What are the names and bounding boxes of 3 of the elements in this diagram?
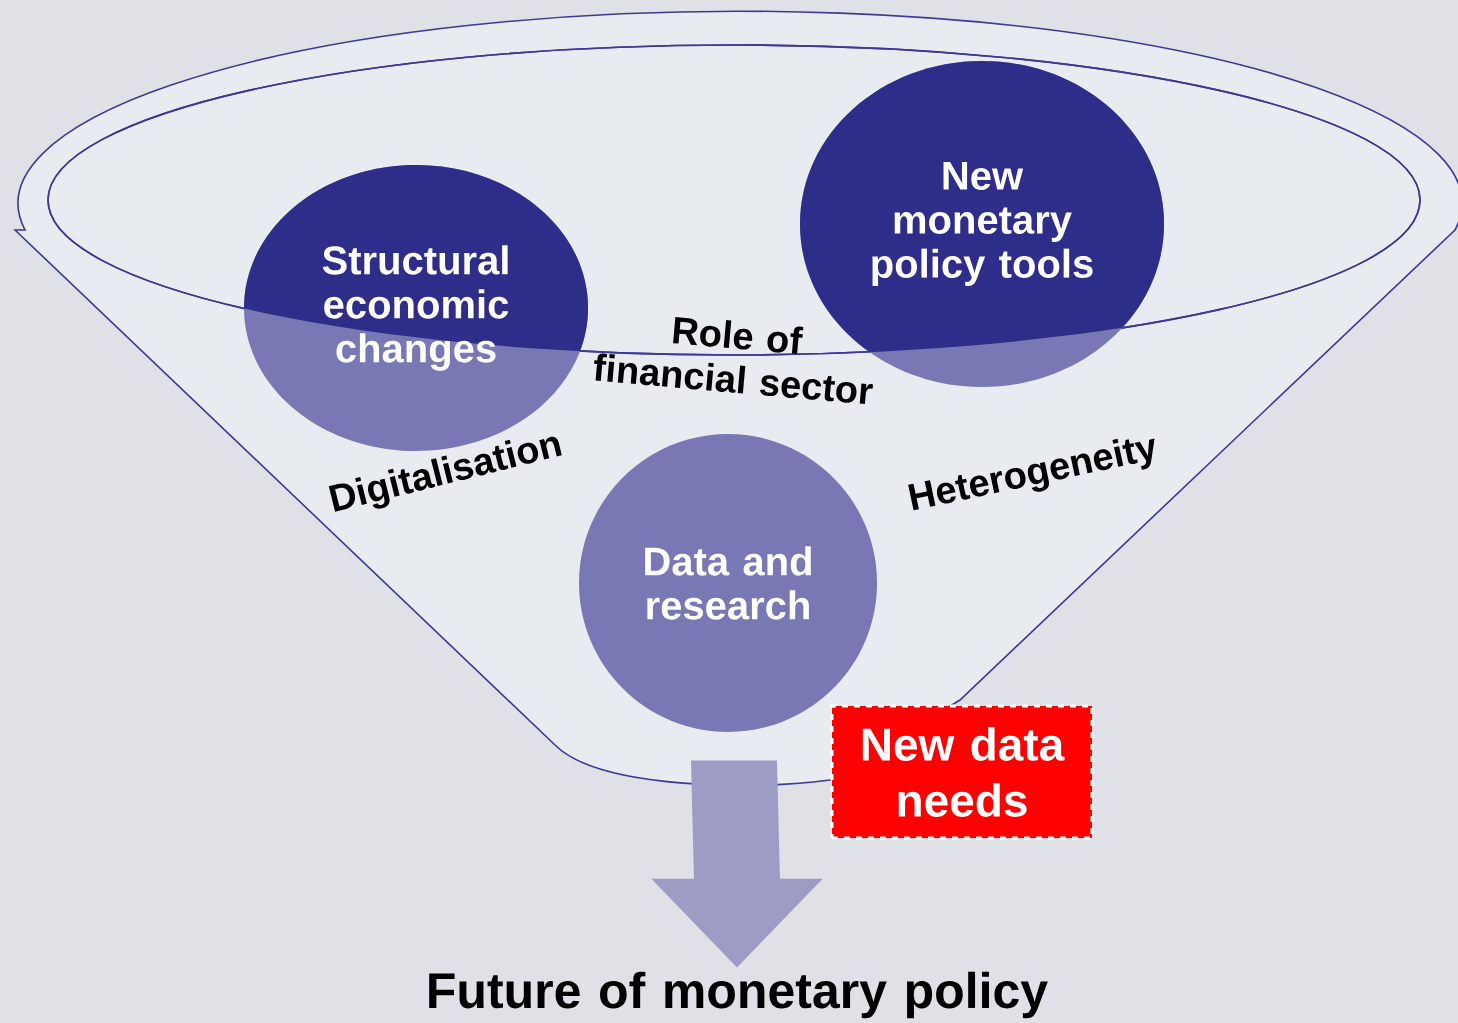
result-text: Future of monetary policy [429, 971, 1048, 1019]
block-arrow [651, 760, 823, 968]
highlight-box: New data needs [830, 704, 1094, 840]
